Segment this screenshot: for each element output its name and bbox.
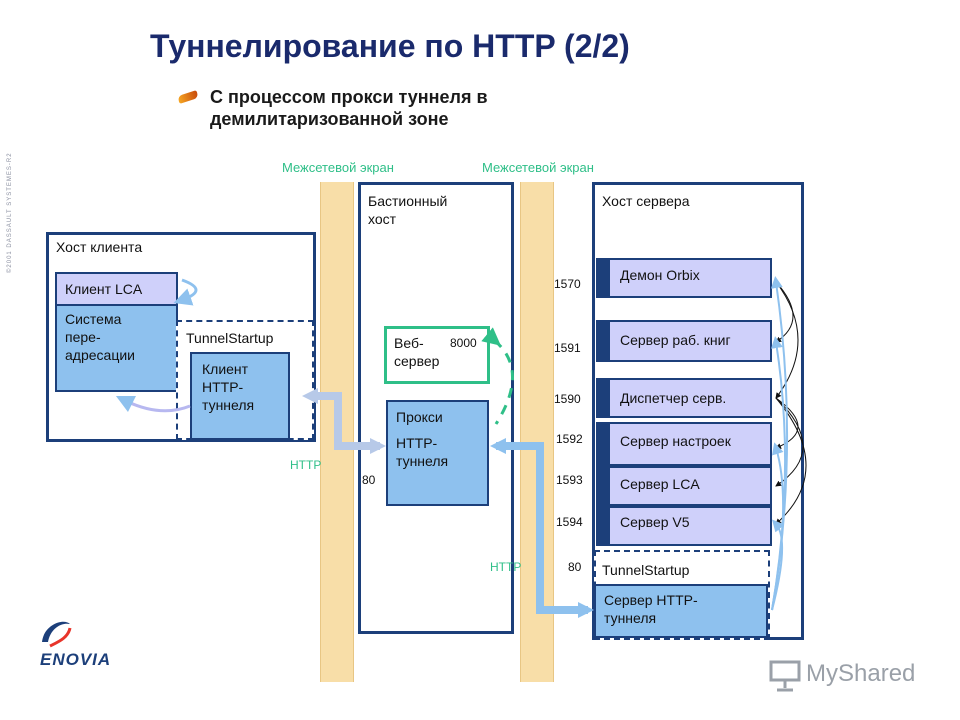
service-dispatcher-port: 1590 (554, 392, 581, 406)
http-label-right: HTTP (490, 560, 522, 574)
slide-title: Туннелирование по HTTP (2/2) (150, 28, 630, 64)
enovia-logo-text: ENOVIA (40, 650, 112, 669)
service-workbook: Сервер раб. книг (608, 320, 772, 362)
server-link (775, 281, 799, 399)
web-server-port: 8000 (450, 336, 477, 350)
ds-logo-icon (42, 621, 72, 648)
service-v5-port: 1594 (556, 515, 583, 529)
service-tab (596, 258, 610, 298)
proxy-inbound-arrowhead (490, 438, 506, 454)
service-orbix-port: 1570 (554, 277, 581, 291)
web-server-label: Веб-сервер (394, 335, 440, 369)
http-label-left: HTTP (290, 458, 322, 472)
bastion-host-title: Бастионный хост (368, 193, 448, 227)
server-tunnel-port: 80 (568, 560, 582, 574)
service-tab (596, 466, 610, 506)
service-lca-label: Сервер LCA (620, 476, 700, 492)
service-tab (596, 422, 610, 466)
service-dispatcher: Диспетчер серв. (608, 378, 772, 418)
http-tunnel-server-box: Сервер HTTP-туннеля (594, 584, 768, 638)
service-settings-port: 1592 (556, 432, 583, 446)
web-proxy-dashed-arc (481, 327, 514, 425)
proxy-arrowhead (370, 438, 386, 454)
service-orbix: Демон Orbix (608, 258, 772, 298)
server-link (775, 397, 804, 487)
web-server-box (384, 326, 490, 384)
redirect-system-box: Система пере-адресации (55, 304, 178, 392)
service-tab (596, 506, 610, 546)
service-dispatcher-label: Диспетчер серв. (620, 390, 727, 406)
service-lca-port: 1593 (556, 473, 583, 487)
server-tunnel-arrowhead (578, 602, 594, 618)
service-lca: Сервер LCA (608, 466, 772, 506)
service-orbix-label: Демон Orbix (620, 267, 700, 283)
server-tunnel-startup-label: TunnelStartup (602, 562, 690, 578)
proxy-subtitle: HTTP-туннеля (396, 435, 449, 469)
service-tab (596, 320, 610, 362)
service-v5-label: Сервер V5 (620, 514, 690, 530)
proxy-port: 80 (362, 473, 376, 487)
lca-client-label: Клиент LCA (65, 281, 143, 297)
client-proxy-tunnel-arrow (314, 392, 380, 450)
redirect-system-label: Система пере-адресации (65, 311, 135, 363)
firewall-label-right: Межсетевой экран (482, 160, 594, 175)
service-settings: Сервер настроек (608, 422, 772, 466)
http-tunnel-client-box: Клиент HTTP-туннеля (190, 352, 290, 440)
client-host-title: Хост клиента (56, 239, 143, 255)
client-tunnel-startup-label: TunnelStartup (186, 330, 274, 346)
http-tunnel-server-label: Сервер HTTP-туннеля (604, 592, 698, 626)
server-host-title: Хост сервера (602, 193, 690, 209)
service-tab (596, 378, 610, 418)
service-workbook-label: Сервер раб. книг (620, 332, 731, 348)
lca-loop (173, 278, 198, 306)
proxy-title: Прокси (396, 409, 443, 425)
presentation-icon (769, 660, 801, 692)
service-workbook-port: 1591 (554, 341, 581, 355)
firewall-label-left: Межсетевой экран (282, 160, 394, 175)
proxy-box: Прокси HTTP-туннеля (386, 400, 489, 506)
subtitle: С процессом прокси туннеля в демилитариз… (210, 87, 488, 129)
watermark-text: MyShared (806, 660, 916, 687)
tunnel-link (771, 519, 785, 611)
tunnel-link (771, 442, 785, 611)
proxy-server-tunnel-arrow (496, 442, 588, 614)
service-v5: Сервер V5 (608, 506, 772, 546)
client-arrowhead (302, 388, 318, 404)
service-settings-label: Сервер настроек (620, 433, 731, 449)
server-link (775, 397, 807, 525)
redirect-loop (115, 395, 191, 413)
server-link (775, 281, 794, 343)
http-tunnel-client-label: Клиент HTTP-туннеля (202, 361, 255, 413)
